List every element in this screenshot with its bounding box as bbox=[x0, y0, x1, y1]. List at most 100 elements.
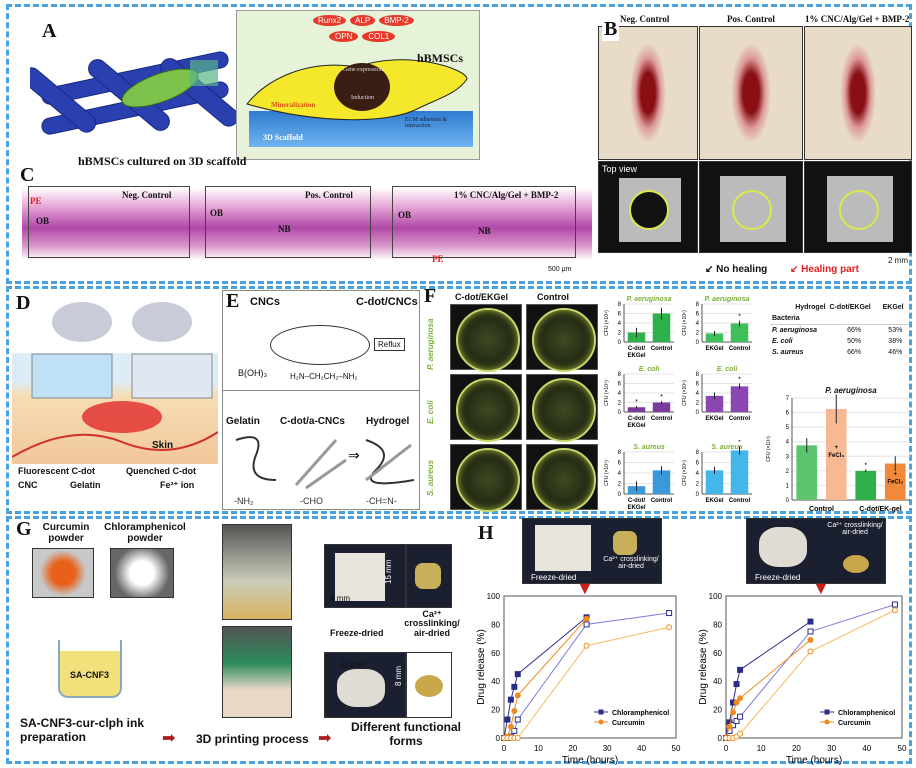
plate-image bbox=[526, 444, 598, 512]
e-legend-cho: -CHO bbox=[300, 496, 323, 506]
marker-bmp2: BMP-2 bbox=[379, 15, 414, 26]
scaffold-illustration bbox=[30, 51, 239, 135]
frame-middle bbox=[6, 286, 912, 514]
y-tick-label: 0 bbox=[618, 340, 622, 346]
skin-label: Skin bbox=[152, 440, 174, 451]
y-tick-label: 2 bbox=[618, 401, 622, 407]
beaker bbox=[58, 640, 122, 698]
g-chloramphenicol-label: Chloramphenicol powder bbox=[104, 522, 186, 544]
y-tick-label: 3 bbox=[786, 454, 790, 460]
c-tag: OB bbox=[36, 216, 50, 226]
induction-label: Induction bbox=[351, 95, 374, 101]
freeze-dried-square-photo bbox=[324, 544, 406, 608]
gene-expression-label: Gene expression bbox=[343, 67, 383, 73]
legend-gelatin: Gelatin bbox=[70, 480, 101, 490]
y-tick-label: 0 bbox=[618, 492, 622, 498]
data-point bbox=[511, 683, 518, 690]
scaffold-label: 3D Scaffold bbox=[263, 133, 303, 142]
y-tick-label: 2 bbox=[786, 469, 790, 475]
x-tick-label: FeCl₃ bbox=[828, 453, 844, 459]
legend-marker bbox=[824, 719, 830, 725]
legend-healing-text: Healing part bbox=[801, 264, 859, 275]
legend-label: Curcumin bbox=[612, 720, 645, 727]
x-tick-label: 50 bbox=[898, 744, 907, 753]
plate-image bbox=[526, 374, 598, 442]
x-tick-label: EKGel bbox=[627, 505, 645, 511]
y-tick-label: 40 bbox=[713, 677, 722, 686]
data-point bbox=[737, 713, 744, 720]
x-tick-label: C-dot/ bbox=[628, 498, 646, 504]
step-arrow-1: ➡ bbox=[162, 730, 176, 747]
plate-image bbox=[450, 374, 522, 442]
c-tag: NB bbox=[278, 224, 291, 234]
b-ct-treat bbox=[804, 161, 912, 253]
c-tag: NB bbox=[478, 226, 491, 236]
air-dried-disc-photo bbox=[406, 652, 452, 718]
bar bbox=[730, 386, 749, 412]
data-point bbox=[807, 637, 814, 644]
y-tick-label: 4 bbox=[786, 440, 790, 446]
y-tick-label: 2 bbox=[696, 482, 700, 488]
table-cell: P. aeruginosa bbox=[772, 327, 818, 334]
chart-title: P. aeruginosa bbox=[825, 386, 877, 395]
mineralization-label: Mineralization bbox=[271, 101, 316, 109]
inset-hbmsc-diagram: Runx2 ALP BMP-2 OPN COL1 hBMSCs Gene exp… bbox=[236, 10, 480, 160]
table-corner-top: Hydrogel bbox=[795, 304, 826, 311]
x-tick-label: Control bbox=[651, 416, 673, 422]
y-tick-label: 6 bbox=[618, 312, 622, 318]
chart-title: E. coli bbox=[717, 366, 739, 373]
x-axis-label: Time (hours) bbox=[786, 755, 842, 766]
data-point bbox=[514, 671, 521, 678]
e-cdot-cncs: C-dot/CNCs bbox=[356, 296, 418, 308]
legend-no-healing-text: No healing bbox=[716, 264, 768, 275]
table-cell: E. coli bbox=[772, 338, 793, 345]
e-divider bbox=[222, 390, 420, 391]
f-col-cdot: C-dot/EKGel bbox=[455, 292, 508, 302]
y-tick-label: 0 bbox=[696, 492, 700, 498]
y-tick-label: 8 bbox=[618, 372, 622, 378]
legend-marker bbox=[598, 709, 604, 715]
c-scale-bar: 500 μm bbox=[548, 266, 572, 273]
y-axis-label: Drug release (%) bbox=[476, 629, 487, 705]
y-tick-label: 8 bbox=[618, 450, 622, 456]
marker-runx2: Runx2 bbox=[313, 15, 347, 26]
group-label: Control bbox=[809, 506, 834, 513]
y-tick-label: 4 bbox=[696, 471, 700, 477]
data-point bbox=[514, 716, 521, 723]
y-axis-label: CFU (×10⁴) bbox=[604, 460, 610, 486]
b-scale-bar: 2 mm bbox=[888, 256, 908, 265]
panel-label-d: D bbox=[16, 292, 31, 314]
curcumin-powder-photo bbox=[32, 548, 94, 598]
y-tick-label: 20 bbox=[713, 706, 722, 715]
step-arrow-2: ➡ bbox=[318, 730, 332, 747]
y-tick-label: 8 bbox=[618, 302, 622, 308]
data-point bbox=[730, 709, 737, 716]
dim-12mm: 12 mm bbox=[340, 660, 365, 669]
h-photo-square: Freeze-dried Ca²⁺ crosslinking/ air-drie… bbox=[522, 518, 662, 584]
panel-label-g: G bbox=[16, 518, 32, 540]
e-glucose-ring bbox=[270, 325, 370, 365]
h-ca-label-1: Ca²⁺ crosslinking/ air-dried bbox=[603, 556, 659, 570]
chart-title: S. aureus bbox=[711, 444, 743, 451]
chart-title: S. aureus bbox=[633, 444, 665, 451]
c-title-neg: Neg. Control bbox=[122, 190, 172, 200]
data-point bbox=[733, 717, 740, 724]
e-cncs: CNCs bbox=[250, 296, 280, 308]
data-point bbox=[737, 730, 744, 737]
y-tick-label: 8 bbox=[696, 372, 700, 378]
bar bbox=[705, 470, 724, 494]
bar bbox=[730, 323, 749, 342]
x-tick-label: C-dot/ bbox=[628, 416, 646, 422]
panel-label-e: E bbox=[226, 290, 240, 312]
y-tick-label: 4 bbox=[696, 391, 700, 397]
data-point bbox=[807, 618, 814, 625]
e-gelatin: Gelatin bbox=[226, 416, 260, 427]
table-cell: 53% bbox=[888, 327, 903, 334]
d-illustration bbox=[12, 292, 218, 464]
y-tick-label: 80 bbox=[491, 620, 500, 629]
x-tick-label: 20 bbox=[792, 744, 801, 753]
